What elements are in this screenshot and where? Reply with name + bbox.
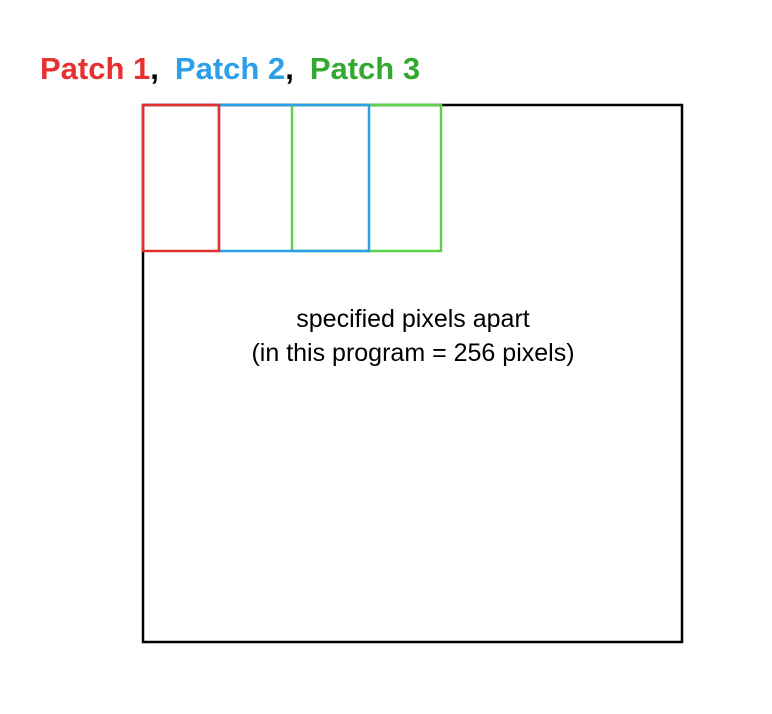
separator-1: , bbox=[150, 51, 159, 86]
caption-line-1: specified pixels apart bbox=[296, 305, 530, 333]
image-frame bbox=[141, 103, 684, 644]
patch-1-box bbox=[141, 103, 221, 253]
patch-2-label: Patch 2 bbox=[174, 51, 286, 86]
patch-1-label: Patch 1 bbox=[40, 51, 151, 86]
patch-3-label: Patch 3 bbox=[309, 51, 421, 86]
separator-2: , bbox=[285, 51, 294, 86]
patch-3-box bbox=[290, 103, 443, 253]
patch-2-box bbox=[217, 103, 371, 253]
spacing-caption: specified pixels apart (in this program … bbox=[143, 302, 683, 370]
caption-line-2: (in this program = 256 pixels) bbox=[251, 339, 575, 367]
patch-legend: Patch 1,Patch 2,Patch 3 bbox=[40, 50, 420, 88]
